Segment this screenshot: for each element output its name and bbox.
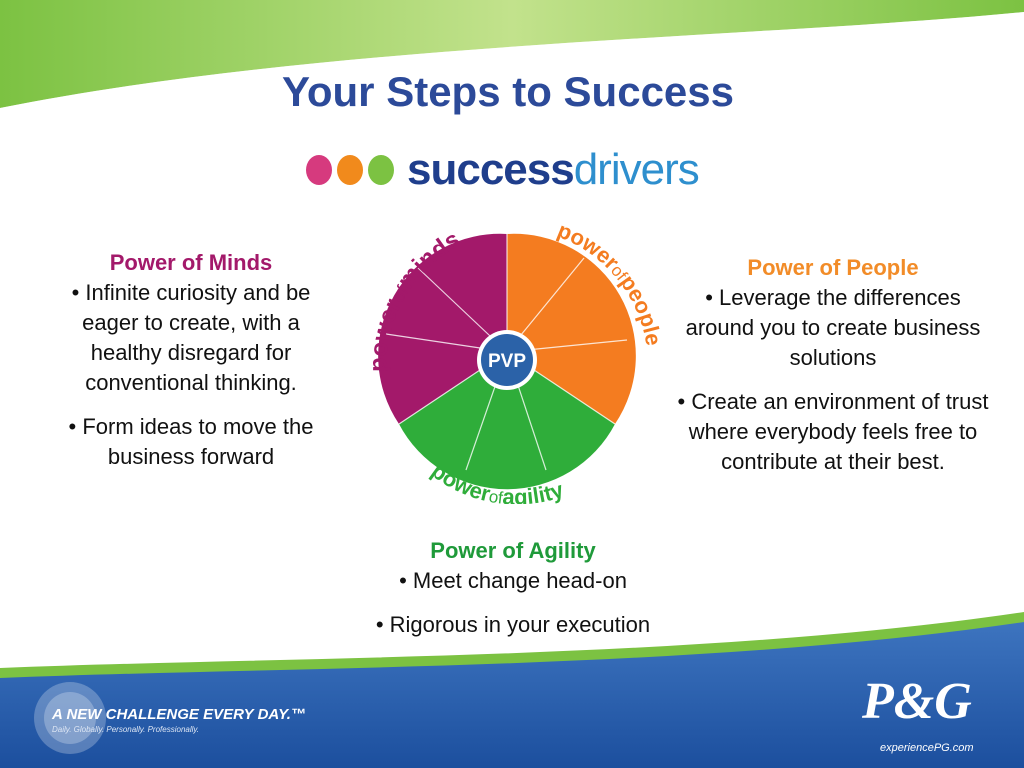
footer-globe-emblem xyxy=(34,682,106,754)
agility-bullet-1: • Meet change head-on xyxy=(399,568,627,593)
bottom-green-line xyxy=(0,612,1024,680)
pg-brand-logo: P&G xyxy=(862,673,972,730)
wheel-segment-people xyxy=(507,233,636,424)
wheel-center-label: PVP xyxy=(488,351,526,372)
success-drivers-logo: successdrivers xyxy=(306,145,700,194)
top-white-arc xyxy=(0,12,1024,118)
top-green-swoosh xyxy=(0,0,1024,108)
power-of-people-heading: Power of People xyxy=(747,255,919,280)
bottom-blue-band xyxy=(0,622,1024,768)
people-bullet-1: • Leverage the differences around you to… xyxy=(685,285,981,370)
power-of-minds-heading: Power of Minds xyxy=(109,250,273,275)
footer-url: experiencePG.com xyxy=(880,742,974,754)
wheel-segment-agility xyxy=(399,352,615,490)
minds-bullet-1: • Infinite curiosity and be eager to cre… xyxy=(71,280,311,395)
logo-dot-orange xyxy=(337,155,363,185)
slide-title: Your Steps to Success xyxy=(281,68,735,115)
logo-dot-pink xyxy=(306,155,332,185)
people-bullet-2: • Create an environment of trust where e… xyxy=(677,389,989,474)
power-of-people-section: Power of People • Leverage the differenc… xyxy=(668,253,998,477)
footer-tagline: A NEW CHALLENGE EVERY DAY.™ xyxy=(52,706,306,723)
power-of-agility-heading: Power of Agility xyxy=(430,538,596,563)
agility-bullet-2: • Rigorous in your execution xyxy=(375,612,651,637)
footer-subtagline: Daily. Globally. Personally. Professiona… xyxy=(52,725,200,734)
wheel-segment-minds xyxy=(378,233,507,424)
wheel-hub xyxy=(481,334,533,386)
logo-wordmark: successdrivers xyxy=(407,145,700,194)
power-of-agility-section: Power of Agility • Meet change head-on •… xyxy=(358,536,668,640)
pvp-wheel-diagram: powerofminds powerofpeople powerofagilit… xyxy=(365,222,667,504)
logo-dot-green xyxy=(368,155,394,185)
minds-bullet-2: • Form ideas to move the business forwar… xyxy=(68,414,314,469)
power-of-minds-section: Power of Minds • Infinite curiosity and … xyxy=(46,248,336,472)
